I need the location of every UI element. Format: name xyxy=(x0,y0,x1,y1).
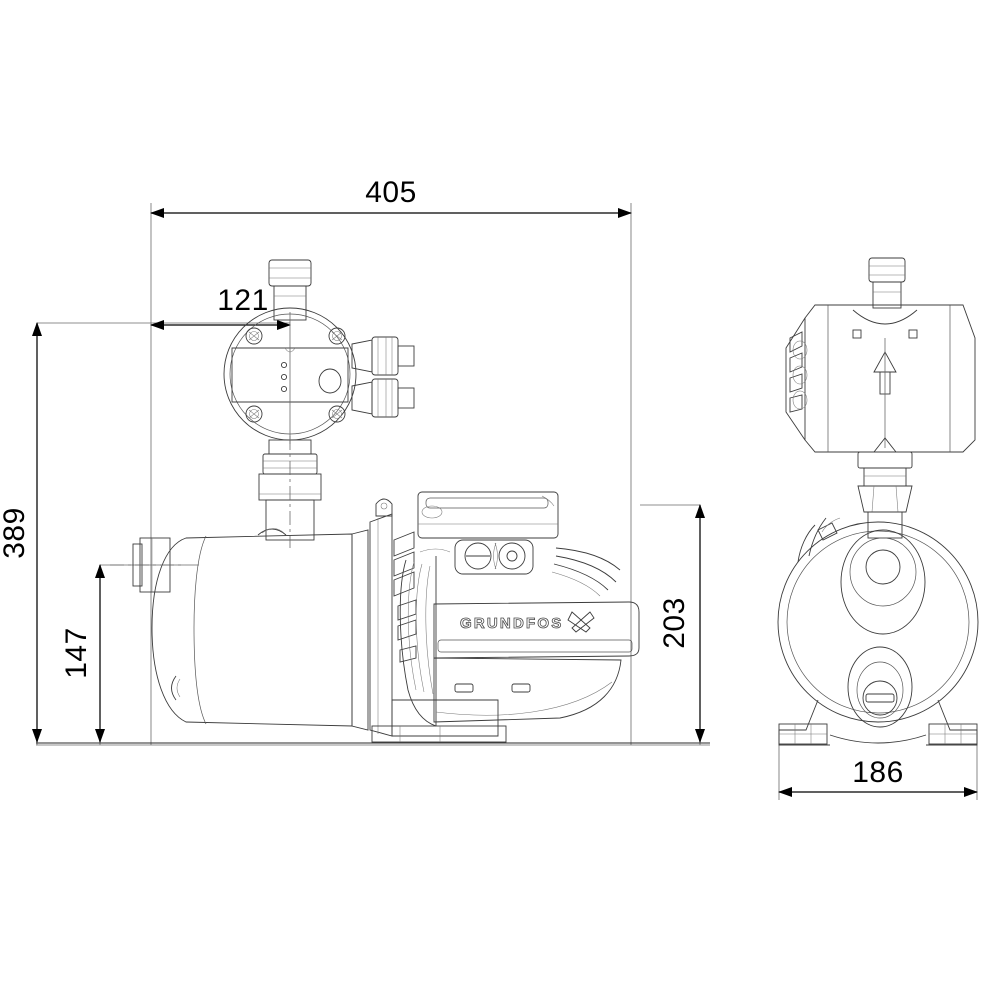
pump-body-side xyxy=(110,528,369,731)
front-foot-left xyxy=(778,699,830,746)
connector-block xyxy=(454,539,534,575)
housing-screw xyxy=(328,405,346,423)
cable-bundle xyxy=(551,547,621,597)
vent-slots xyxy=(789,331,808,413)
front-pressure-manager-housing xyxy=(785,304,976,453)
extension-lines xyxy=(36,203,710,746)
push-button[interactable] xyxy=(318,368,342,394)
cable-gland-upper xyxy=(351,336,415,376)
dimension-body-height: 203 xyxy=(658,504,705,743)
front-base-arc xyxy=(829,734,927,744)
dimension-label-405: 405 xyxy=(365,176,417,209)
cooling-fins xyxy=(393,531,417,663)
terminal-box xyxy=(417,491,559,539)
housing-screw xyxy=(245,405,263,423)
front-view xyxy=(777,257,979,746)
lower-body-skirt xyxy=(433,657,622,723)
grundfos-x-icon xyxy=(567,611,595,633)
branded-cover-panel: GRUNDFOS xyxy=(433,601,640,659)
dimension-inlet-offset: 121 xyxy=(150,284,291,330)
dimension-overall-width: 405 xyxy=(150,176,632,218)
pressure-manager-top-cap xyxy=(268,259,312,321)
front-foot-right xyxy=(926,699,978,746)
dimension-overall-height: 389 xyxy=(0,322,42,743)
side-view: GRUNDFOS xyxy=(36,259,710,744)
base-foot-side xyxy=(371,699,507,743)
dimension-label-389: 389 xyxy=(0,507,31,559)
riser-pipe-assembly xyxy=(258,436,322,548)
dimension-label-121: 121 xyxy=(217,284,269,317)
grundfos-logo-text: GRUNDFOS xyxy=(460,615,563,632)
impeller-detail xyxy=(399,548,451,727)
housing-screw xyxy=(245,327,263,345)
dimension-overall-depth: 186 xyxy=(778,735,978,800)
pressure-manager-housing xyxy=(223,307,357,444)
front-pressure-manager-cap xyxy=(868,257,906,309)
dimension-label-147: 147 xyxy=(60,627,93,679)
housing-screw xyxy=(328,327,346,345)
cable-gland-lower xyxy=(351,378,415,418)
motor-assembly-side xyxy=(369,491,621,737)
dimension-port-height: 147 xyxy=(60,564,105,743)
dimension-label-186: 186 xyxy=(852,756,904,789)
front-tank-body xyxy=(777,517,979,728)
led-indicator-lights xyxy=(280,361,288,393)
dimension-label-203: 203 xyxy=(658,597,691,649)
